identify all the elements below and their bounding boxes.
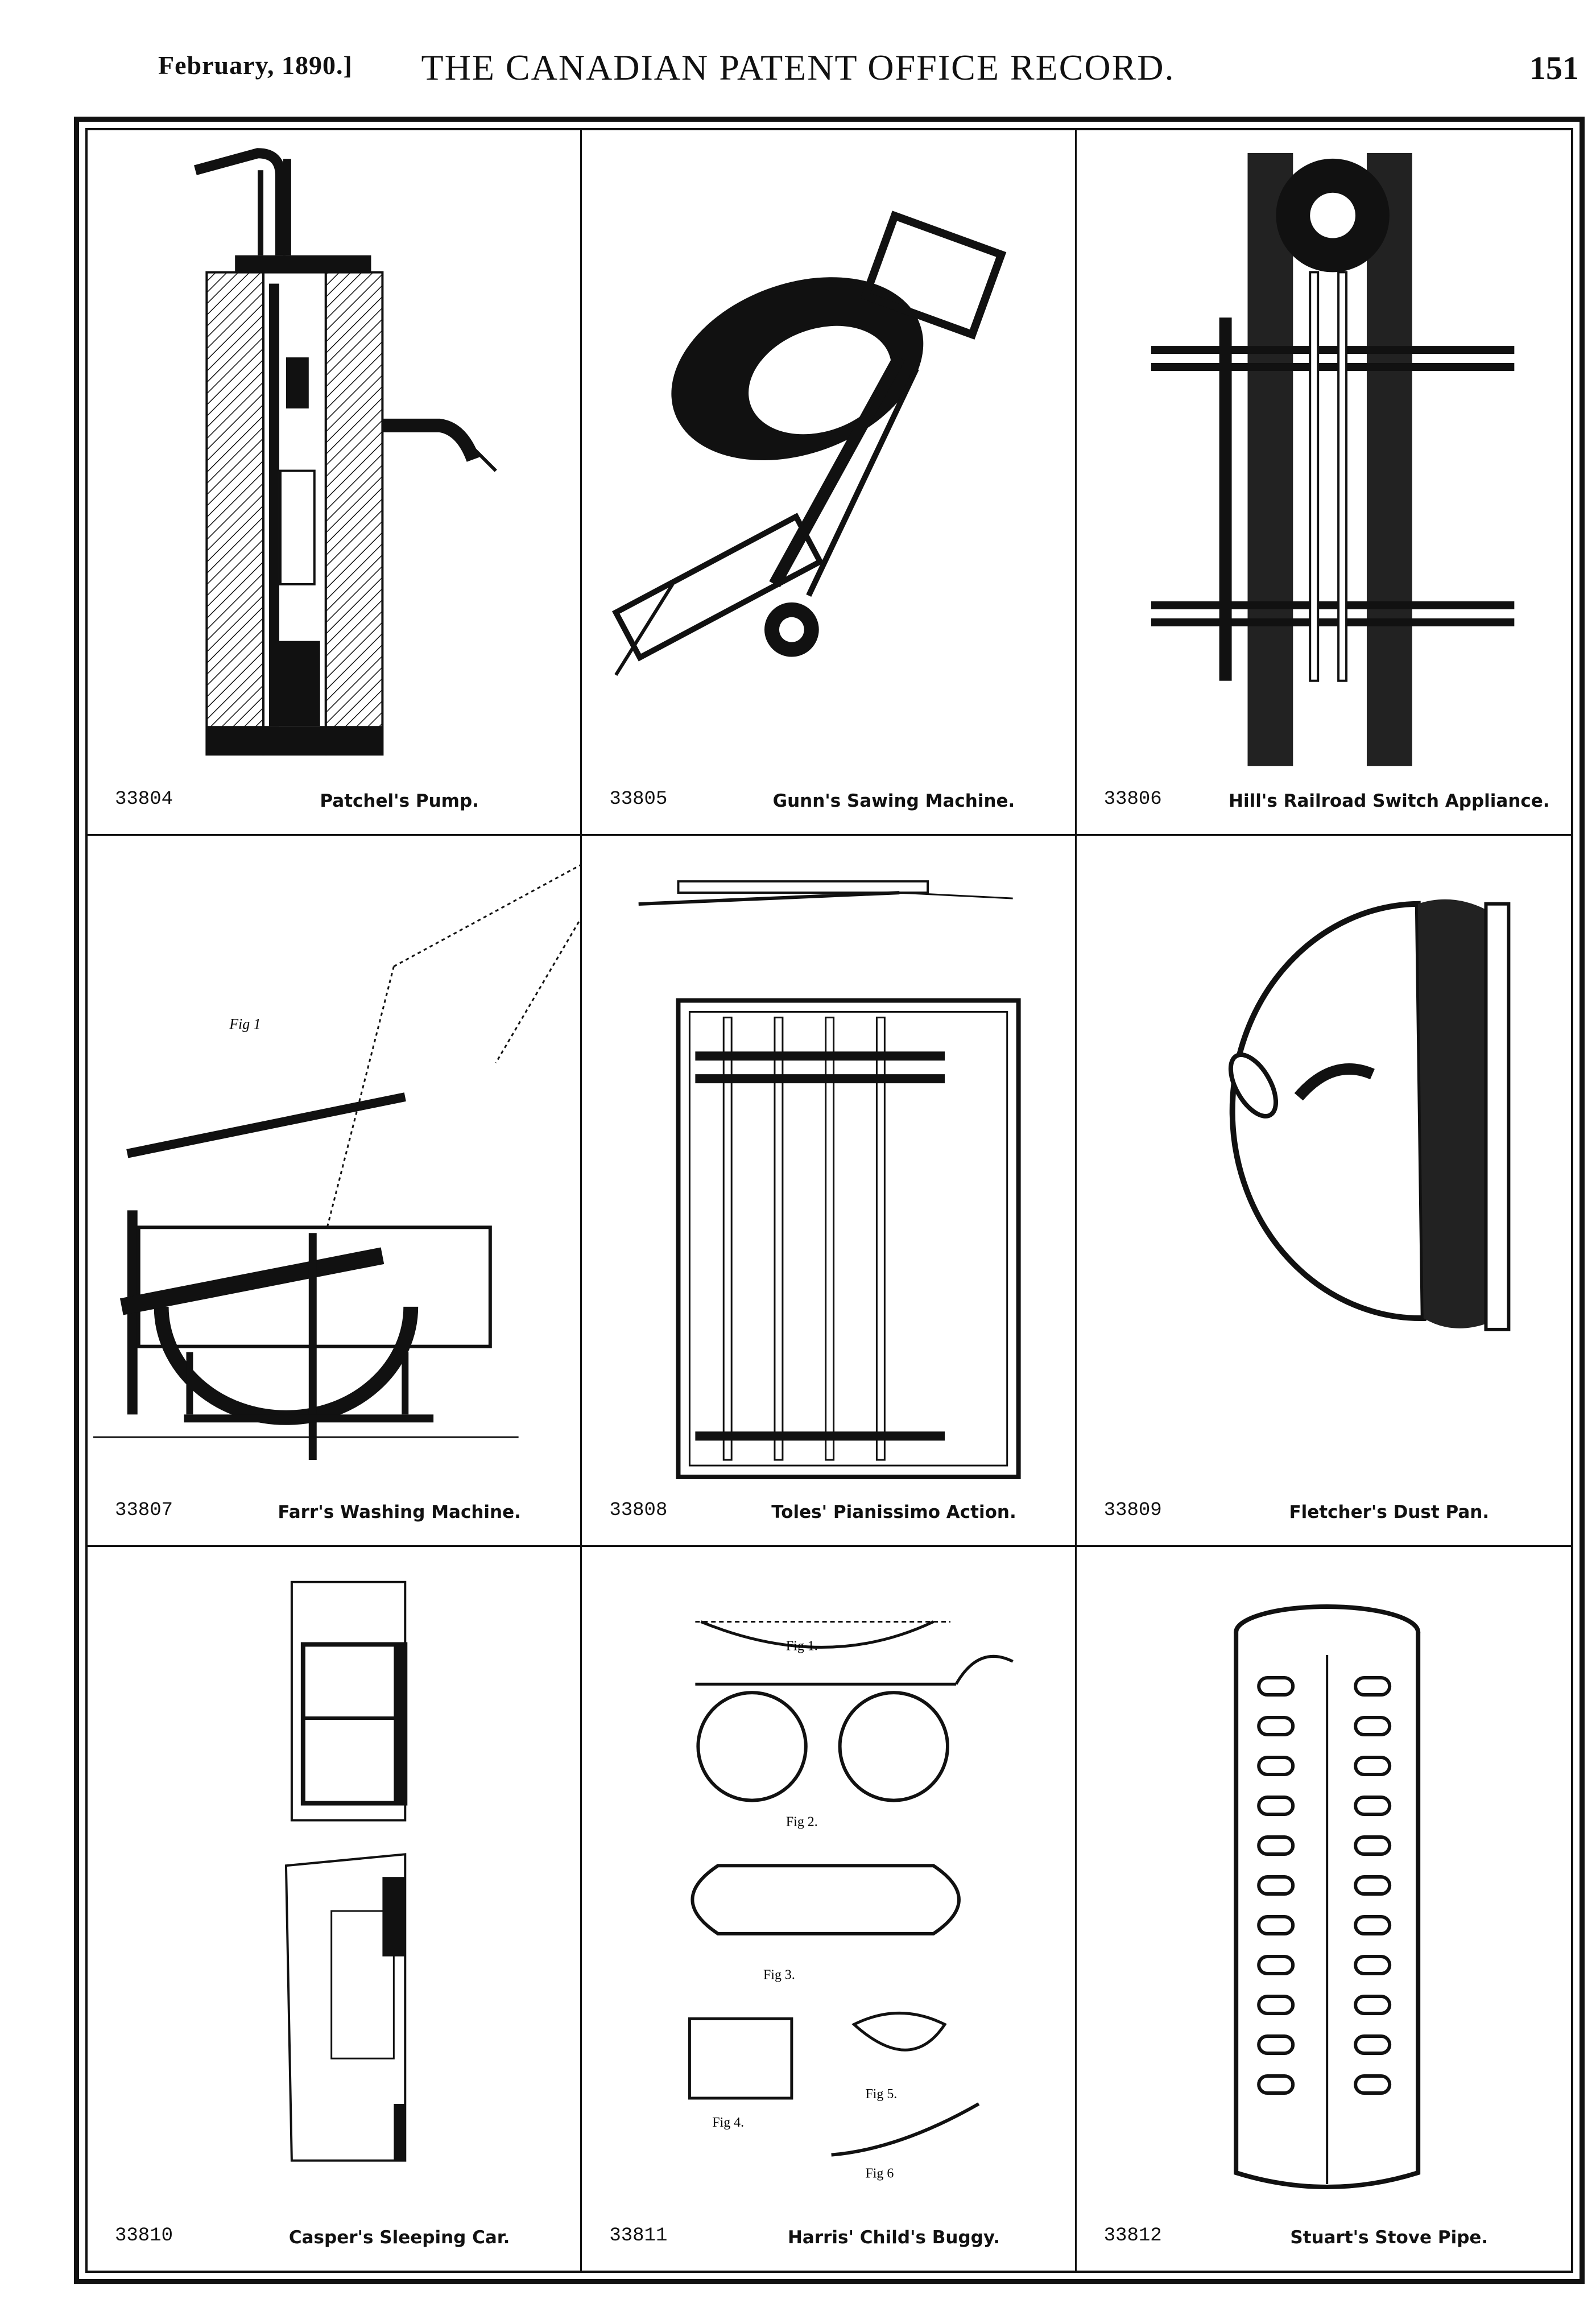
pianissimo-action-illustration [638,880,1021,1479]
patent-cell-sleeping-car: 33810 Casper's Sleeping Car. [88,1547,582,2271]
fig-label: Fig 6 [866,2166,894,2181]
patent-number: 33808 [609,1500,668,1521]
outer-border [74,117,1585,2284]
patent-grid: 33804 Patchel's Pump. 33805 Gunn's Sawin… [88,130,1571,2271]
railroad-switch-illustration [1151,152,1515,766]
patent-cell-railroad-switch: 33806 Hill's Railroad Switch Appliance. [1076,130,1571,836]
patent-cell-sawing-machine: 33805 Gunn's Sawing Machine. [582,130,1077,836]
patent-caption: Toles' Pianissimo Action. [771,1502,1016,1522]
sleeping-car-illustration [284,1580,408,2162]
fig-label: Fig 2. [786,1814,818,1829]
patent-caption: Harris' Child's Buggy. [787,2227,1000,2248]
patent-number: 33810 [115,2225,173,2247]
patent-caption: Fletcher's Dust Pan. [1289,1502,1490,1522]
patent-number: 33806 [1103,789,1162,810]
childs-buggy-illustration: Fig 1. Fig 2. Fig 3. Fig 4. Fig 5. Fig 6 [688,1620,1014,2181]
patent-cell-pump: 33804 Patchel's Pump. [88,130,582,836]
publication-title: THE CANADIAN PATENT OFFICE RECORD. [421,47,1175,88]
patent-caption: Gunn's Sawing Machine. [772,791,1015,811]
fig-label: Fig 1 [229,1016,261,1032]
patent-cell-stove-pipe: 33812 Stuart's Stove Pipe. [1077,1547,1571,2271]
header-date: February, 1890.] [158,51,353,80]
fig-label: Fig 4. [713,2115,745,2130]
patent-number: 33812 [1103,2225,1162,2247]
stove-pipe-illustration [1233,1604,1420,2189]
patent-cell-dust-pan: 33809 Fletcher's Dust Pan. [1076,836,1571,1547]
fig-label: Fig 1. [786,1638,818,1653]
fig-label: Fig 5. [866,2087,898,2102]
patent-caption: Casper's Sleeping Car. [288,2227,510,2248]
washing-machine-illustration: Fig 1 [93,864,581,1460]
patent-cell-childs-buggy: Fig 1. Fig 2. Fig 3. Fig 4. Fig 5. Fig 6… [582,1547,1077,2271]
patent-number: 33804 [115,789,173,810]
patent-caption: Stuart's Stove Pipe. [1290,2227,1489,2248]
pump-illustration [194,148,497,756]
page-header: February, 1890.] THE CANADIAN PATENT OFF… [0,0,1596,114]
patent-number: 33805 [609,789,668,810]
inner-border [85,128,1573,2273]
sawing-machine-illustration [612,211,1007,676]
patent-caption: Patchel's Pump. [320,791,479,811]
fig-label: Fig 3. [763,1968,795,1983]
patent-caption: Hill's Railroad Switch Appliance. [1229,791,1550,811]
patent-number: 33811 [609,2225,668,2247]
page-number: 151 [1529,49,1579,86]
patent-number: 33807 [115,1500,173,1521]
dust-pan-illustration [1228,899,1511,1331]
patent-cell-pianissimo-action: 33808 Toles' Pianissimo Action. [582,836,1077,1547]
patent-caption: Farr's Washing Machine. [278,1502,521,1522]
patent-number: 33809 [1103,1500,1162,1521]
patent-cell-washing-machine: Fig 1 33807 Farr's Washing Machine. [88,836,582,1547]
